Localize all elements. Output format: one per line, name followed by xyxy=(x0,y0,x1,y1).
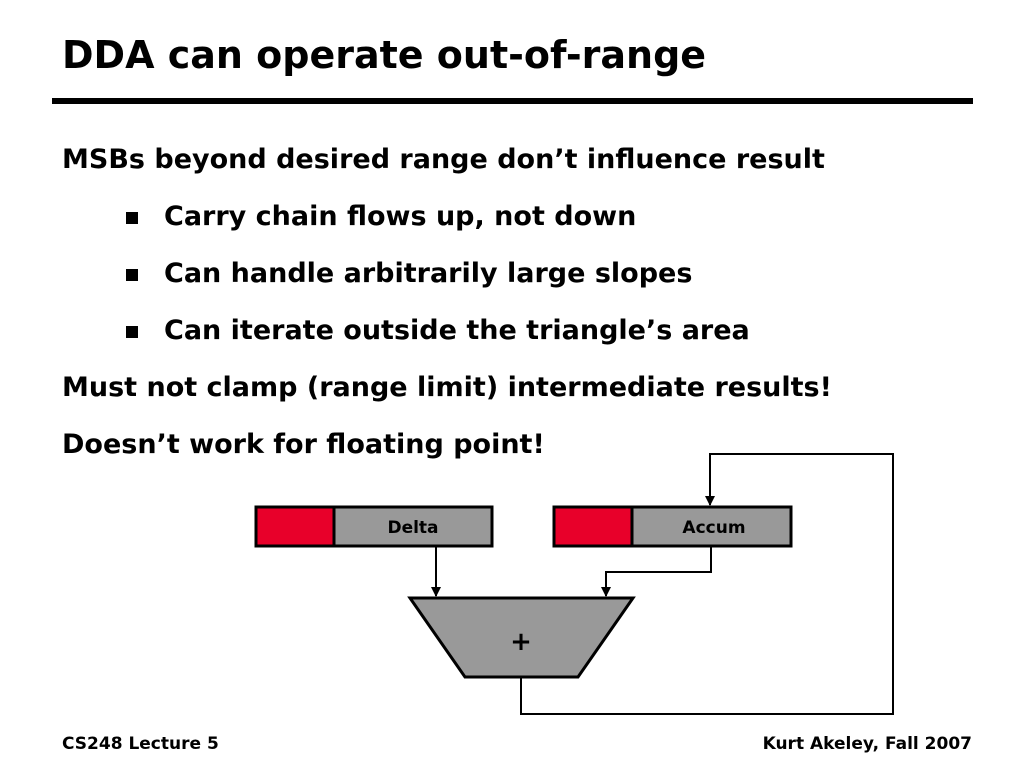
bullet-item: Can handle arbitrarily large slopes xyxy=(164,258,693,289)
delta-value-segment xyxy=(332,505,494,548)
delta-register: Delta xyxy=(254,505,494,548)
text-line-clamp: Must not clamp (range limit) intermediat… xyxy=(62,372,832,403)
bullet-square-icon xyxy=(126,212,138,224)
accum-msb-segment xyxy=(552,505,634,548)
bullet-square-icon xyxy=(126,326,138,338)
adder-plus-label: + xyxy=(510,627,532,657)
slide-title: DDA can operate out-of-range xyxy=(62,33,707,77)
bullet-item: Carry chain flows up, not down xyxy=(164,201,637,232)
bullet-item: Can iterate outside the triangle’s area xyxy=(164,315,750,346)
accum-register: Accum xyxy=(552,505,793,548)
title-underline xyxy=(52,98,973,104)
delta-label: Delta xyxy=(387,518,438,538)
feedback-loop-arrow xyxy=(520,453,894,715)
accum-label: Accum xyxy=(682,518,745,538)
delta-msb-segment xyxy=(254,505,336,548)
bullet-square-icon xyxy=(126,269,138,281)
footer-course: CS248 Lecture 5 xyxy=(62,734,219,754)
adder-block: + xyxy=(407,596,636,679)
adder-trapezoid xyxy=(407,596,636,679)
text-line-msbs: MSBs beyond desired range don’t influenc… xyxy=(62,144,825,175)
footer-author: Kurt Akeley, Fall 2007 xyxy=(762,734,972,754)
text-line-floating: Doesn’t work for floating point! xyxy=(62,429,545,460)
accum-to-adder-arrow xyxy=(601,546,712,597)
